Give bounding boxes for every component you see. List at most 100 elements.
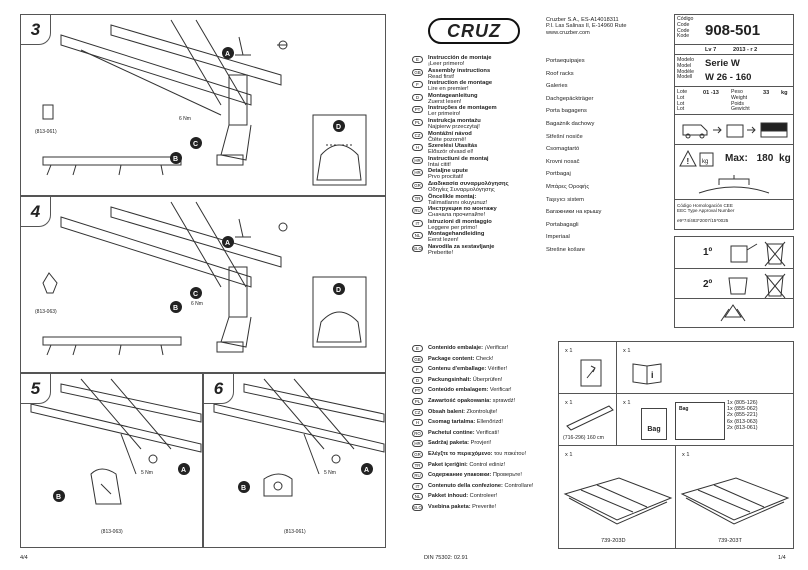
language-subtitle: Čtěte pozorně! bbox=[428, 136, 467, 143]
step-5-torque: 5 Nm bbox=[141, 470, 153, 476]
language-code-badge: H bbox=[412, 144, 423, 152]
package-content-rest: Controllare! bbox=[502, 482, 534, 489]
package-content-text: Conteúdo embalagem: Verificar! bbox=[428, 387, 512, 393]
code-label-fr: Code bbox=[677, 27, 690, 34]
lote-label-fr: Lot bbox=[677, 100, 685, 107]
language-code-badge: CZ bbox=[412, 131, 423, 139]
language-title: Instrukcja montażu bbox=[428, 118, 481, 124]
qty-manual: x 1 bbox=[623, 348, 631, 354]
language-product-name: Strešne košare bbox=[546, 247, 585, 253]
step-6-label-a: A bbox=[364, 467, 369, 474]
step-4-label-a: A bbox=[225, 240, 230, 247]
language-title: Szerelési Utasítás bbox=[428, 143, 478, 150]
package-content-rest: Verificati! bbox=[474, 429, 499, 436]
language-subtitle: Сначала прочитайте! bbox=[428, 212, 486, 219]
model-range: W 26 - 160 bbox=[705, 72, 752, 83]
language-code-badge: HR bbox=[412, 156, 423, 164]
model-label-en: Model bbox=[677, 62, 692, 69]
package-content-rest: Check! bbox=[474, 355, 494, 362]
peso-value: 33 bbox=[763, 90, 770, 96]
lote-value: 01 -13 bbox=[703, 90, 719, 96]
step-3-torque: 6 Nm bbox=[179, 116, 191, 122]
logo-text: CRUZ bbox=[447, 20, 501, 41]
step-4-box: 4 A C bbox=[20, 196, 386, 373]
lv-row: Lv 7 2013 - r 2 bbox=[675, 45, 793, 55]
language-subtitle: ¡Leer primero! bbox=[428, 61, 465, 67]
frame-1-icon bbox=[563, 477, 673, 525]
cell-frame-2: x 1 739-203T bbox=[676, 446, 793, 548]
step-3-label-c: C bbox=[193, 141, 198, 148]
package-content-bold: Zawartość opakowania: bbox=[428, 398, 492, 404]
van-box-icon bbox=[682, 122, 788, 139]
language-subtitle: Lire en premier! bbox=[428, 86, 469, 93]
roof-load-icon bbox=[698, 175, 770, 194]
info-table: Código Code Code Kode 908-501 Lv 7 2013 … bbox=[674, 14, 794, 230]
language-title: Διαδικασία συναρμολόγησης bbox=[428, 181, 509, 187]
code-label-de: Kode bbox=[677, 33, 690, 40]
package-content-bold: Pakket inhoud: bbox=[428, 493, 469, 500]
step-5-label-b: B bbox=[56, 494, 61, 501]
step-3-ref: (813-061) bbox=[35, 129, 57, 135]
language-subtitle: Eerst lezen! bbox=[428, 237, 459, 244]
peso-label-fr: Poids bbox=[731, 100, 744, 107]
bag-detail-label: Bag bbox=[679, 406, 689, 412]
model-label-es: Modelo bbox=[677, 57, 695, 63]
step-4-label-d: D bbox=[336, 287, 341, 294]
bar-length: (716-296) 160 cm bbox=[563, 435, 604, 441]
code-value: 908-501 bbox=[705, 22, 761, 39]
qty-bar: x 1 bbox=[565, 400, 573, 406]
language-code-badge: SLO bbox=[412, 504, 423, 511]
step-5-label-a: A bbox=[181, 467, 186, 474]
package-content-bold: Содержание упаковки: bbox=[428, 472, 492, 479]
language-product-name: Portaequipajes bbox=[546, 58, 585, 64]
package-content-text: Obsah balení: Zkontrolujte! bbox=[428, 409, 497, 415]
cell-frame-1: x 1 739-203D bbox=[559, 446, 676, 548]
series: Serie W bbox=[705, 58, 740, 69]
instructions-sheet-icon bbox=[580, 359, 602, 387]
package-content-text: Ελέγξτε το περιεχόμενο: του πακέτου! bbox=[428, 451, 526, 457]
svg-text:!: ! bbox=[687, 157, 690, 166]
package-content-rest: Zkontrolujte! bbox=[465, 408, 498, 415]
bag-item: 6x (813-063) bbox=[727, 418, 758, 425]
language-code-badge: GR bbox=[412, 182, 423, 189]
step-5-illustration: A B 5 Nm (813-063) bbox=[30, 378, 202, 535]
language-title: Instrucción de montaje bbox=[428, 55, 492, 61]
bin-icon bbox=[728, 273, 786, 298]
package-content-text: Csomag tartalma: Ellenőrizd! bbox=[428, 419, 503, 425]
language-product-name: Portbagaj bbox=[546, 171, 571, 178]
language-subtitle: Zuerst lesen! bbox=[428, 98, 462, 105]
language-title: Montageanleitung bbox=[428, 92, 478, 99]
frame-2-icon bbox=[680, 477, 790, 525]
package-content-bold: Paket içeriğini: bbox=[428, 461, 468, 468]
package-content-text: Contenuto della confezione: Controllare! bbox=[428, 483, 533, 489]
language-product-name: Μπάρες Οροφής bbox=[546, 184, 590, 190]
language-product-name: Krovni nosač bbox=[546, 158, 580, 165]
peso-label-en: Weight bbox=[731, 94, 748, 101]
cruz-logo: CRUZ bbox=[428, 18, 520, 44]
step-3-label-a: A bbox=[225, 51, 230, 58]
right-page-number: 1/4 bbox=[778, 555, 786, 561]
language-title: Instruction de montage bbox=[428, 80, 493, 87]
recycle-table: 1º 2º bbox=[674, 236, 794, 328]
language-subtitle: Ler primeiro! bbox=[428, 111, 461, 118]
frame-1-ref: 739-203D bbox=[601, 538, 626, 544]
model-row: Modelo Model Modèle Modell Serie W W 26 … bbox=[675, 55, 793, 87]
lote-label-de: Lot bbox=[677, 106, 685, 113]
step2-label: 2º bbox=[703, 279, 713, 290]
language-code-badge: PL bbox=[412, 119, 423, 126]
bag-items: 1x (805-126) 1x (855-062) 2x (855-221) 6… bbox=[727, 400, 758, 431]
frame-2-ref: 739-203T bbox=[718, 538, 742, 544]
step-4-label-b: B bbox=[173, 305, 178, 312]
language-subtitle: Talimatlarını okuyunuz! bbox=[428, 199, 488, 206]
language-code-badge: SLO bbox=[412, 245, 423, 252]
